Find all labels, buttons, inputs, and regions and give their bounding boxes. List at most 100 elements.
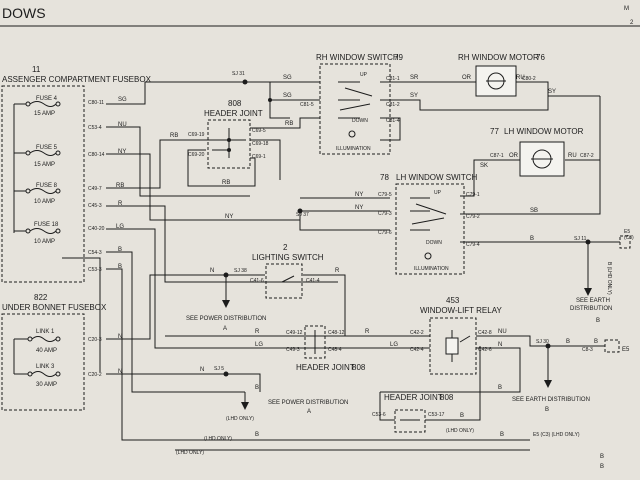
wire-label-rb-hj-1: RB [170, 133, 178, 139]
connector-e5-top [619, 235, 631, 249]
note-see-power-a1-ref: A [223, 326, 227, 332]
fusebox-pass-number: 11 [32, 65, 41, 74]
pin-c42-8: C42-8 [478, 330, 492, 336]
pin-c81-5: C81-5 [300, 102, 314, 108]
splice-sj11: SJ 11 [574, 236, 587, 242]
earth-e5-right: E5 [622, 347, 630, 353]
wire-label-r-hj: R [255, 329, 260, 335]
rh-switch-lamp [348, 130, 356, 138]
note-see-power-a2-ref: A [307, 409, 311, 415]
wire-label-n-2: N [118, 369, 122, 375]
wire-label-b-lhd: B [255, 432, 259, 438]
pin-c48-12: C48-12 [328, 330, 345, 336]
wire-label-sk: SK [480, 163, 488, 169]
pin-c45-3: C45-3 [88, 203, 102, 209]
fusebox-bonnet-title: UNDER BONNET FUSEBOX [2, 303, 107, 312]
wire-label-n-rl: N [498, 342, 502, 348]
header-joint-top-outline [207, 119, 251, 169]
pin-c80-14: C80-14 [88, 152, 105, 158]
wire-label-sy-1: SY [410, 93, 418, 99]
pin-c40-20: C40-20 [88, 226, 105, 232]
pin-c42-4: C42-4 [410, 347, 424, 353]
wire-label-sb: SB [530, 208, 538, 214]
pin-c48-4: C48-4 [328, 347, 342, 353]
pin-c54-3: C54-3 [88, 250, 102, 256]
lh-switch-number: 78 [380, 173, 389, 182]
pin-c53-4: C53-4 [88, 125, 102, 131]
rh-switch-illumination: ILLUMINATION [336, 146, 371, 152]
wire-label-b-sj5: B [255, 385, 259, 391]
note-see-earth-b1: SEE EARTH [576, 298, 610, 304]
pin-c69-5: C69-5 [252, 128, 266, 134]
pin-c81-2: C81-2 [386, 102, 400, 108]
fusebox-pass-title: ASSENGER COMPARTMENT FUSEBOX [2, 75, 152, 84]
pin-c49-3: C49-3 [286, 347, 300, 353]
pin-c42-2: C42-2 [410, 330, 424, 336]
header-joint-mid-title: HEADER JOINT [296, 363, 355, 372]
link-1: LINK 1 40 AMP [27, 329, 61, 354]
earth-arrow-b1 [584, 288, 592, 296]
note-lhd-only-3: (LHD ONLY) [204, 436, 232, 442]
note-see-earth-b1-ref: B [596, 318, 600, 324]
fuse-18-rating: 10 AMP [34, 239, 55, 245]
lh-switch-contacts [410, 197, 447, 231]
wire-label-lg-hj-1: LG [255, 342, 263, 348]
pin-c53-6: C53-6 [372, 412, 386, 418]
bonnet-bus [13, 338, 28, 375]
rh-switch-up: UP [360, 72, 368, 78]
note-lhd-only-2: (LHD ONLY) [446, 428, 474, 434]
wire-label-or-2: OR [509, 153, 519, 159]
wire-label-n-ls: N [210, 268, 214, 274]
wire-label-lg-hj-2: LG [390, 342, 398, 348]
header-joint-bot-title: HEADER JOINT [384, 393, 443, 402]
wire-label-b-vert: B (LHD ONLY) [606, 262, 612, 295]
pin-c69-19: C69-19 [188, 132, 205, 138]
header-joint-bot-number: 808 [440, 393, 454, 402]
pin-c69-18: C69-18 [252, 141, 269, 147]
splice-sj31: SJ 31 [232, 71, 245, 77]
wire-label-or-1: OR [462, 75, 472, 81]
relay-title: WINDOW-LIFT RELAY [420, 306, 502, 315]
wire-routing [62, 81, 620, 451]
wire-label-n-sj5: N [200, 367, 204, 373]
link-3-name: LINK 3 [36, 364, 55, 370]
pin-c79-6: C79-6 [378, 230, 392, 236]
earth-arrow-b2 [544, 380, 552, 388]
note-see-earth-b2: SEE EARTH DISTRIBUTION [512, 397, 590, 403]
note-lhd-only-1: (LHD ONLY) [226, 416, 254, 422]
splice-sj37: SJ 37 [296, 212, 309, 218]
lighting-switch-contact [272, 275, 300, 283]
note-see-earth-b1-line2: DISTRIBUTION [570, 306, 612, 312]
fusebox-bonnet-number: 822 [34, 293, 48, 302]
pin-c41-4: C41-4 [306, 278, 320, 284]
connector-c8-3-outline [604, 339, 620, 353]
wire-label-b-hjb: B [460, 413, 464, 419]
pin-c53-3: C53-3 [88, 267, 102, 273]
pin-c79-4: C79-4 [466, 242, 480, 248]
wire-label-sg-3: SG [283, 93, 292, 99]
fuse-4-name: FUSE 4 [36, 96, 58, 102]
lh-switch-up: UP [434, 190, 442, 196]
rh-switch-number: 79 [394, 53, 403, 62]
earth-e5-top: E5 [624, 229, 630, 235]
fuse-5: FUSE 5 15 AMP [25, 145, 61, 168]
pin-c41-6: C41-6 [250, 278, 264, 284]
header-joint-mid-outline [304, 325, 326, 359]
wire-label-b-2: B [118, 264, 122, 270]
corner-label-bottom: 2 [630, 20, 634, 26]
pin-c87-2: C87-2 [580, 153, 594, 159]
wire-label-rb-hj-2: RB [285, 121, 293, 127]
pin-c69-1: C69-1 [252, 154, 266, 160]
rh-switch-title: RH WINDOW SWITCH [316, 53, 399, 62]
wire-label-lg-1: LG [116, 224, 124, 230]
splice-sj30: SJ 30 [536, 339, 549, 345]
pin-c81-4: C81-4 [386, 118, 400, 124]
header-joint-mid-bus [305, 330, 325, 354]
corner-label-top: M [624, 6, 629, 12]
fusebox-bus [13, 103, 26, 233]
link-3-rating: 30 AMP [36, 382, 57, 388]
fuse-4-rating: 15 AMP [34, 111, 55, 117]
pin-c49-12: C49-12 [286, 330, 303, 336]
wire-label-ru: RU [516, 75, 525, 81]
